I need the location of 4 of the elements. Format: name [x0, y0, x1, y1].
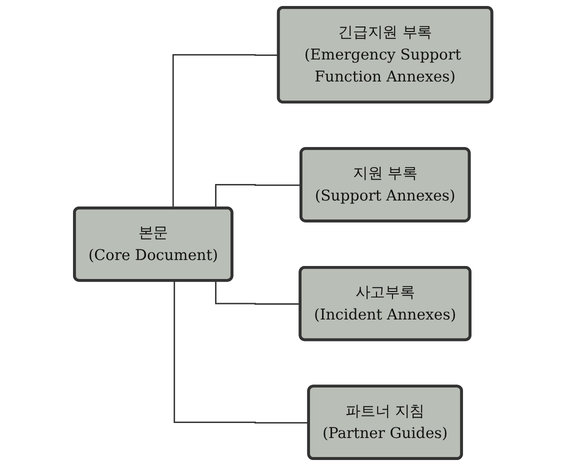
connector — [172, 54, 279, 208]
connector — [174, 280, 309, 424]
connector — [214, 280, 300, 305]
connector — [214, 184, 302, 208]
